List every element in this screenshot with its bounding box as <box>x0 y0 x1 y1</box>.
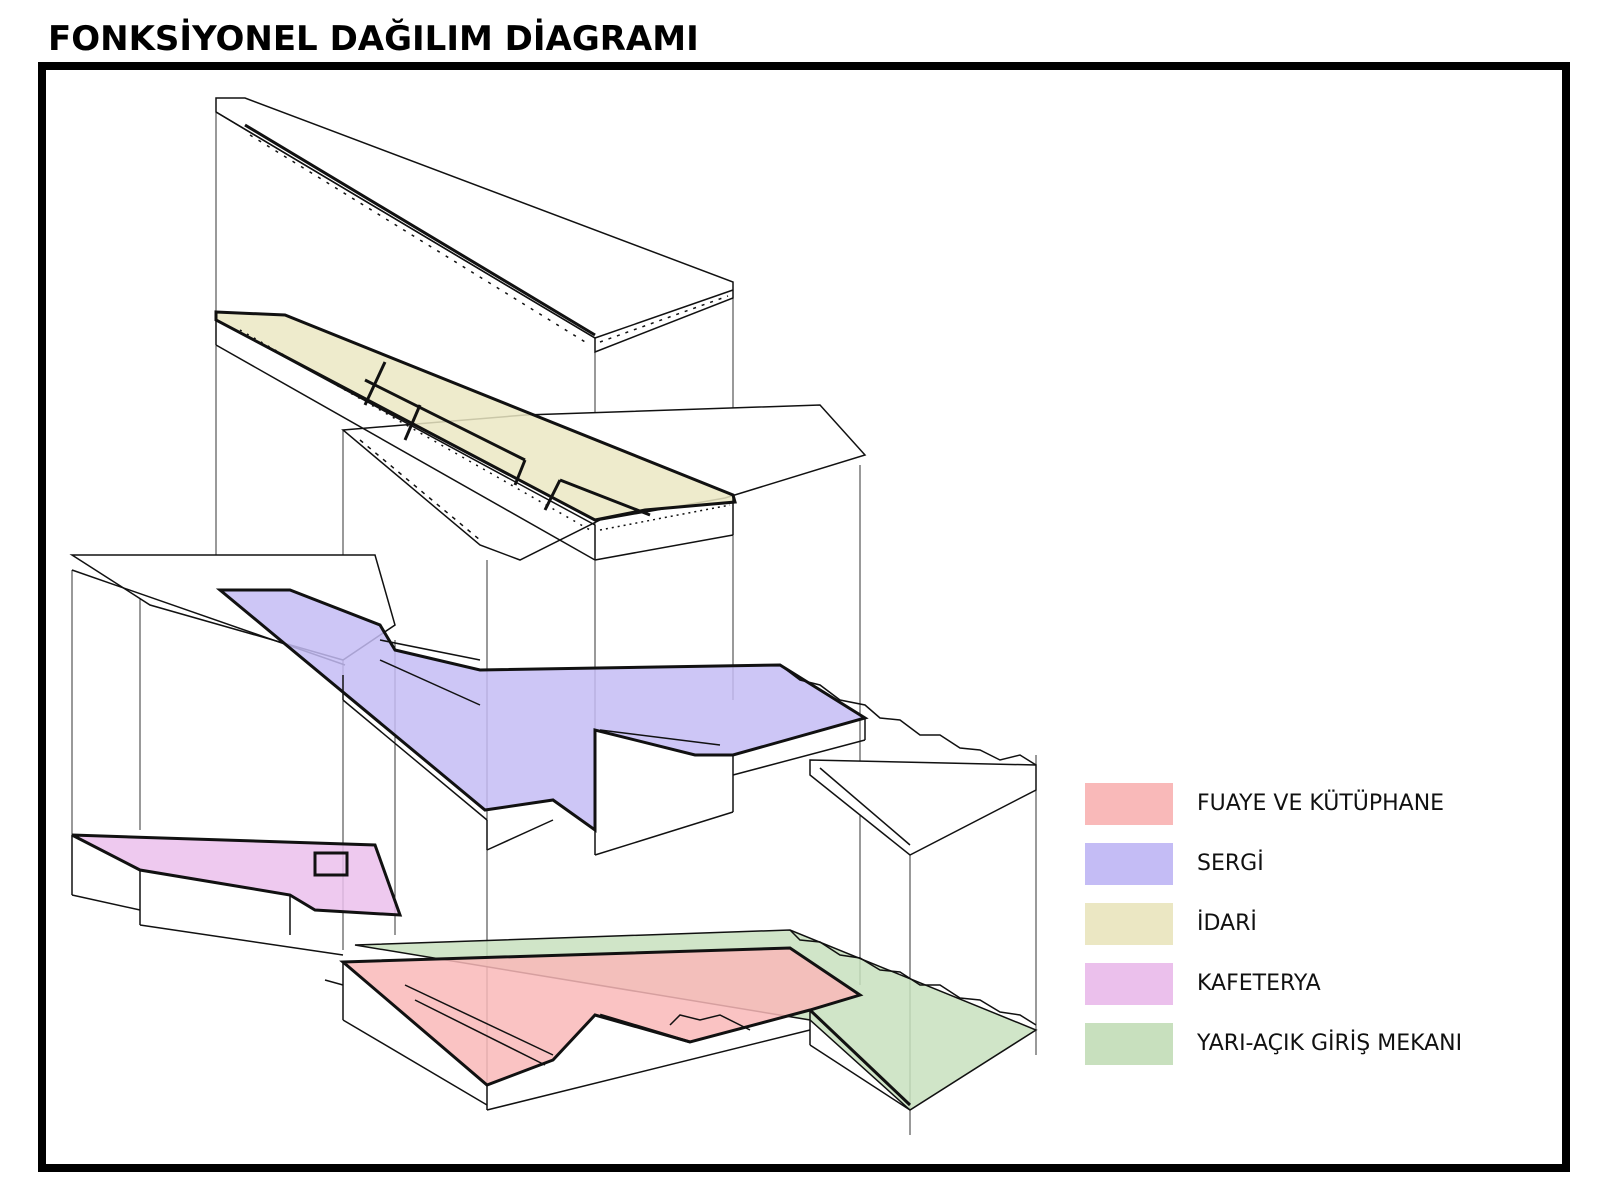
legend-swatch-idari <box>1085 903 1173 945</box>
legend-swatch-sergi <box>1085 843 1173 885</box>
legend-swatch-giris <box>1085 1023 1173 1065</box>
sergi-zone <box>215 588 869 833</box>
legend-label-kafeterya: KAFETERYA <box>1197 971 1321 996</box>
sergi-level <box>69 554 1037 856</box>
roof-level <box>215 97 734 354</box>
legend-label-fuaye: FUAYE VE KÜTÜPHANE <box>1197 791 1445 816</box>
diagram-title: FONKSİYONEL DAĞILIM DİAGRAMI <box>48 19 699 59</box>
legend-label-idari: İDARİ <box>1197 911 1257 936</box>
kafeterya-level <box>71 833 403 956</box>
legend-label-sergi: SERGİ <box>1197 851 1264 876</box>
legend-label-giris: YARI-AÇIK GİRİŞ MEKANI <box>1197 1031 1463 1056</box>
kafeterya-zone <box>71 833 403 917</box>
ground-level <box>324 929 1038 1111</box>
legend-swatch-kafeterya <box>1085 963 1173 1005</box>
legend-swatch-fuaye <box>1085 783 1173 825</box>
idari-level <box>214 310 867 561</box>
drawing-frame <box>38 62 1570 1172</box>
